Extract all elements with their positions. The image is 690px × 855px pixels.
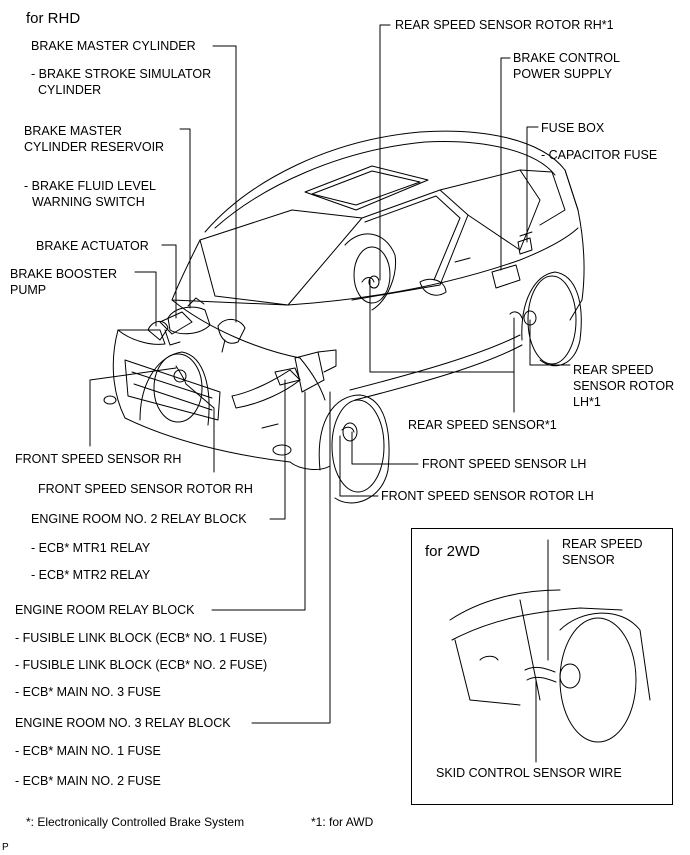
front-left-wheel [318, 394, 390, 504]
label-fuse-box: FUSE BOX [541, 121, 605, 135]
label-brake-control-power-supply-cont: POWER SUPPLY [513, 67, 613, 81]
label-engine-room-no3-relay-block: ENGINE ROOM NO. 3 RELAY BLOCK [15, 716, 231, 730]
inset-label-rear-speed-sensor-cont: SENSOR [562, 553, 615, 567]
leader-lines [89, 24, 571, 724]
corner-mark: P [2, 842, 9, 853]
brake-components [147, 237, 533, 433]
label-master-cylinder-reservoir-cont: CYLINDER RESERVOIR [24, 140, 165, 154]
label-brake-control-power-supply: BRAKE CONTROL [513, 51, 620, 65]
inset-title: for 2WD [425, 543, 481, 560]
inset-label-rear-speed-sensor: REAR SPEED [562, 537, 643, 551]
label-rear-speed-sensor-rotor-lh: REAR SPEED [573, 363, 654, 377]
label-brake-booster-pump: BRAKE BOOSTER [10, 267, 117, 281]
label-ecb-mtr2-relay: - ECB* MTR2 RELAY [31, 568, 151, 582]
label-fusible-link-no2: - FUSIBLE LINK BLOCK (ECB* NO. 2 FUSE) [15, 658, 268, 672]
label-front-speed-sensor-rotor-rh: FRONT SPEED SENSOR ROTOR RH [38, 482, 253, 496]
label-brake-stroke-simulator-cont: CYLINDER [38, 83, 102, 97]
label-rear-speed-sensor-rotor-lh-cont: SENSOR ROTOR [573, 379, 675, 393]
label-brake-fluid-level-switch: - BRAKE FLUID LEVEL [24, 179, 156, 193]
label-brake-actuator: BRAKE ACTUATOR [36, 239, 149, 253]
label-ecb-mtr1-relay: - ECB* MTR1 RELAY [31, 541, 151, 555]
label-ecb-main-no1-fuse: - ECB* MAIN NO. 1 FUSE [15, 744, 161, 758]
inset-2wd-illustration [449, 539, 651, 763]
diagram-title: for RHD [26, 10, 81, 27]
label-front-speed-sensor-rh: FRONT SPEED SENSOR RH [15, 452, 182, 466]
footnote-awd: *1: for AWD [311, 815, 374, 829]
front-right-wheel [139, 351, 210, 426]
label-ecb-main-no2-fuse: - ECB* MAIN NO. 2 FUSE [15, 774, 161, 788]
label-ecb-main-no3-fuse: - ECB* MAIN NO. 3 FUSE [15, 685, 161, 699]
label-brake-master-cylinder: BRAKE MASTER CYLINDER [31, 39, 196, 53]
label-rear-speed-sensor-rotor-rh: REAR SPEED SENSOR ROTOR RH*1 [395, 18, 614, 32]
inset-label-skid-control-sensor-wire: SKID CONTROL SENSOR WIRE [436, 766, 622, 780]
rear-left-wheel [521, 271, 582, 367]
label-capacitor-fuse: - CAPACITOR FUSE [541, 148, 658, 162]
label-brake-stroke-simulator: - BRAKE STROKE SIMULATOR [31, 67, 212, 81]
label-rear-speed-sensor-rotor-lh-cont2: LH*1 [573, 395, 601, 409]
label-fusible-link-no1: - FUSIBLE LINK BLOCK (ECB* NO. 1 FUSE) [15, 631, 268, 645]
label-engine-room-relay-block: ENGINE ROOM RELAY BLOCK [15, 603, 195, 617]
footnote-ecb: *: Electronically Controlled Brake Syste… [26, 815, 245, 829]
inset-2wd-box [411, 528, 673, 805]
label-front-speed-sensor-lh: FRONT SPEED SENSOR LH [422, 457, 587, 471]
label-brake-booster-pump-cont: PUMP [10, 283, 47, 297]
label-brake-fluid-level-switch-cont: WARNING SWITCH [32, 195, 145, 209]
rear-right-wheel [344, 233, 397, 311]
label-engine-room-no2-relay-block: ENGINE ROOM NO. 2 RELAY BLOCK [31, 512, 247, 526]
label-front-speed-sensor-rotor-lh: FRONT SPEED SENSOR ROTOR LH [381, 489, 594, 503]
label-master-cylinder-reservoir: BRAKE MASTER [24, 124, 122, 138]
label-rear-speed-sensor: REAR SPEED SENSOR*1 [408, 418, 557, 432]
